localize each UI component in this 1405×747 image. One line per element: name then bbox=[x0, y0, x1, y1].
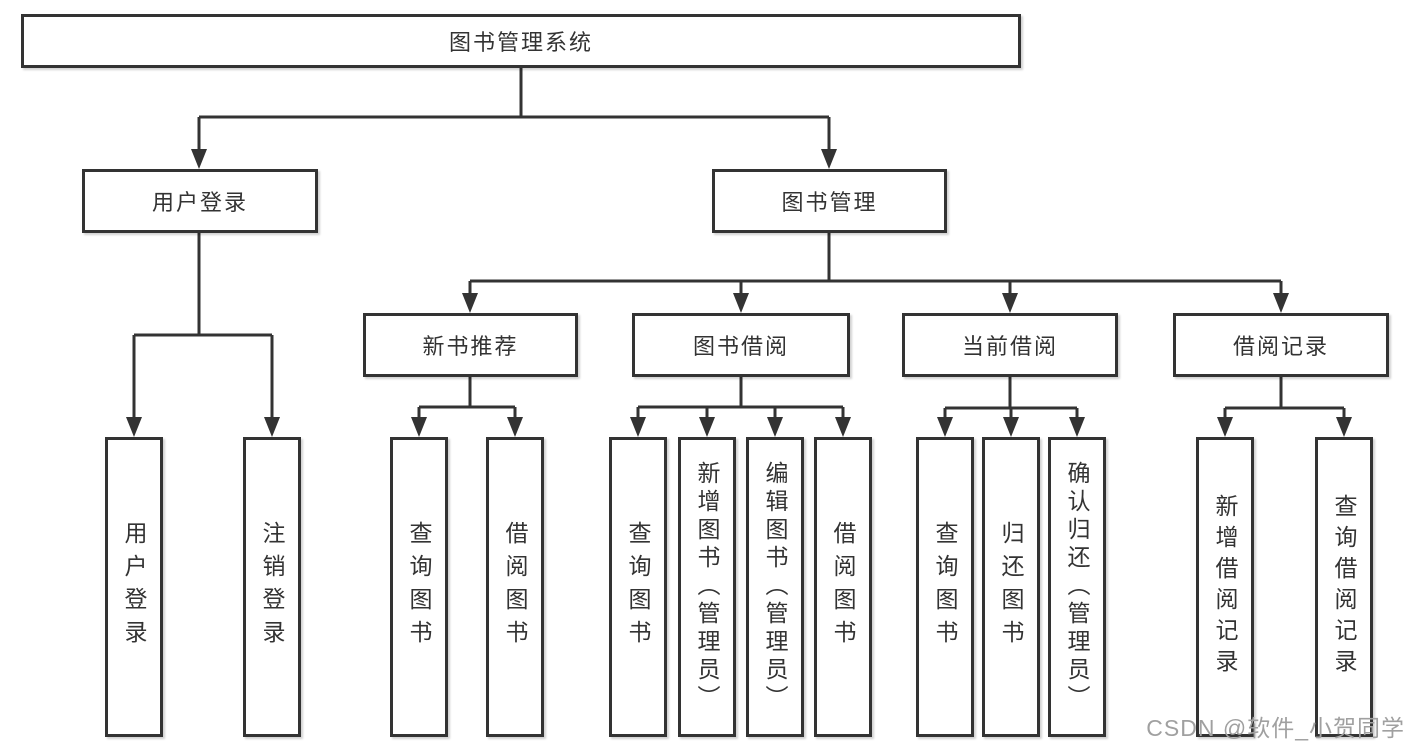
leaf-query-books-borrow: 查询图书 bbox=[609, 437, 667, 737]
node-label: 新增借阅记录 bbox=[1212, 494, 1238, 680]
node-label: 归还图书 bbox=[998, 521, 1024, 653]
leaf-logout: 注销登录 bbox=[243, 437, 301, 737]
leaf-add-books-admin: 新增图书（管理员） bbox=[678, 437, 736, 737]
node-label: 图书管理系统 bbox=[448, 30, 593, 55]
node-label: 借阅图书 bbox=[830, 521, 856, 653]
leaf-query-books-recommend: 查询图书 bbox=[390, 437, 448, 737]
arrowhead-group bbox=[126, 149, 1352, 437]
leaf-query-books-current: 查询图书 bbox=[916, 437, 974, 737]
leaf-borrow-books: 借阅图书 bbox=[814, 437, 872, 737]
leaf-confirm-return-admin: 确认归还（管理员） bbox=[1048, 437, 1106, 737]
node-book-borrow: 图书借阅 bbox=[632, 313, 850, 377]
leaf-add-borrow-record: 新增借阅记录 bbox=[1196, 437, 1254, 737]
node-label: 当前借阅 bbox=[961, 334, 1058, 359]
leaf-return-books: 归还图书 bbox=[982, 437, 1040, 737]
node-book-management-branch: 图书管理 bbox=[712, 169, 947, 233]
node-root-library-system: 图书管理系统 bbox=[21, 14, 1021, 68]
node-label: 用户登录 bbox=[151, 190, 248, 215]
node-borrow-records: 借阅记录 bbox=[1173, 313, 1389, 377]
node-current-borrow: 当前借阅 bbox=[902, 313, 1118, 377]
node-label: 图书管理 bbox=[781, 190, 878, 215]
leaf-user-login: 用户登录 bbox=[105, 437, 163, 737]
node-label: 查询图书 bbox=[406, 521, 432, 653]
node-label: 注销登录 bbox=[259, 521, 285, 653]
csdn-watermark: CSDN @软件_小贺同学 bbox=[1146, 715, 1405, 741]
node-user-login-branch: 用户登录 bbox=[82, 169, 318, 233]
node-label: 编辑图书（管理员） bbox=[762, 461, 788, 713]
node-label: 查询图书 bbox=[625, 521, 651, 653]
node-label: 借阅图书 bbox=[502, 521, 528, 653]
node-label: 查询借阅记录 bbox=[1331, 494, 1357, 680]
node-label: 用户登录 bbox=[121, 521, 147, 653]
node-label: 借阅记录 bbox=[1232, 334, 1329, 359]
node-label: 新书推荐 bbox=[422, 334, 519, 359]
node-label: 确认归还（管理员） bbox=[1064, 461, 1090, 713]
leaf-query-borrow-record: 查询借阅记录 bbox=[1315, 437, 1373, 737]
node-label: 查询图书 bbox=[932, 521, 958, 653]
node-label: 新增图书（管理员） bbox=[694, 461, 720, 713]
node-label: 图书借阅 bbox=[692, 334, 789, 359]
leaf-borrow-books-recommend: 借阅图书 bbox=[486, 437, 544, 737]
leaf-edit-books-admin: 编辑图书（管理员） bbox=[746, 437, 804, 737]
node-new-book-recommend: 新书推荐 bbox=[363, 313, 578, 377]
